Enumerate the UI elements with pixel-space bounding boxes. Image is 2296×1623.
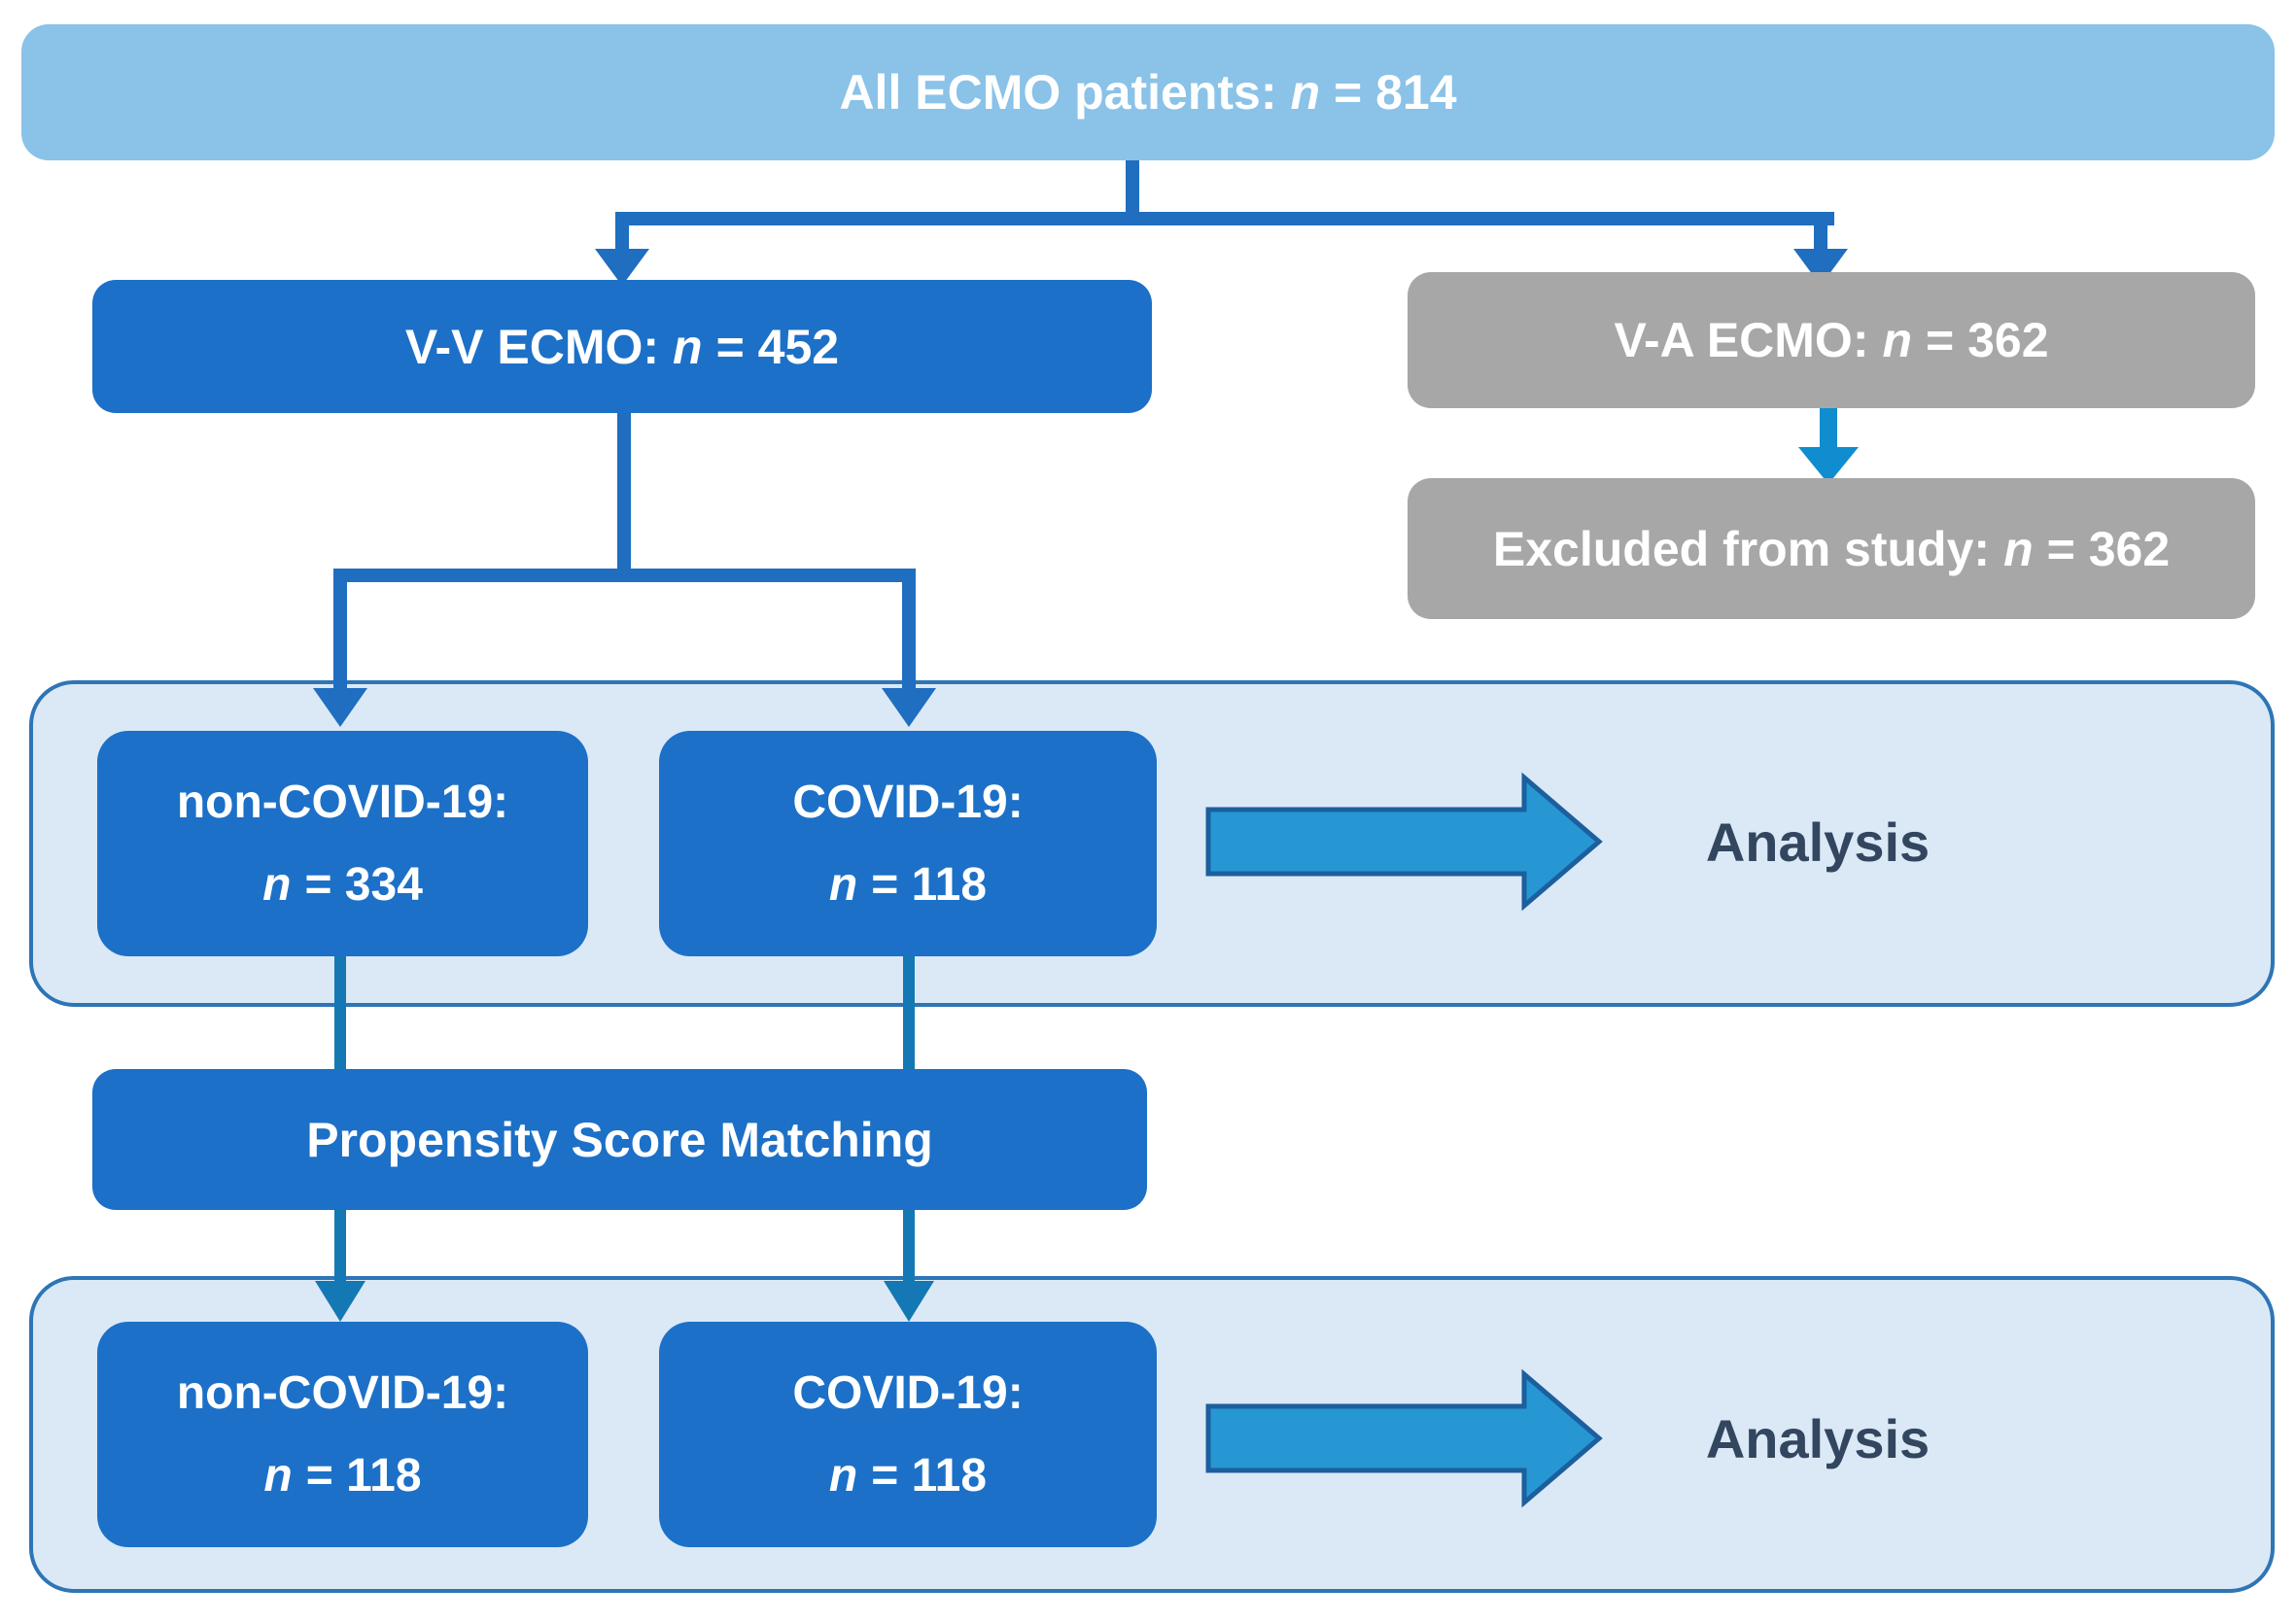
node-label: non-COVID-19:	[176, 1367, 509, 1419]
arrowhead-to-noncovid-matched	[315, 1281, 365, 1322]
node-noncovid-matched: non-COVID-19: n= 118	[97, 1322, 588, 1547]
node-label: Excluded from study:	[1492, 521, 1991, 576]
n-symbol: n	[828, 859, 858, 911]
arrowhead-to-vv	[595, 249, 649, 286]
connector-horizontal-vv	[333, 569, 916, 582]
n-count: = 814	[1334, 65, 1457, 120]
connector-va-excluded	[1820, 406, 1837, 449]
n-symbol: n	[262, 859, 292, 911]
analysis-arrows	[1205, 772, 1603, 1508]
connector-noncovid-to-psm	[334, 954, 346, 1073]
node-label: Propensity Score Matching	[306, 1112, 933, 1167]
analysis-arrow-unmatched	[1205, 772, 1603, 912]
arrow-va-to-excluded	[1798, 406, 1859, 484]
connector-covid-to-psm	[903, 954, 915, 1073]
node-label: V-V ECMO:	[404, 319, 660, 374]
branch-top	[595, 158, 1848, 286]
connector-horizontal-top	[615, 212, 1834, 225]
node-label: V-A ECMO:	[1614, 313, 1869, 367]
connector-drop-covid	[902, 582, 916, 691]
n-symbol: n	[828, 1450, 858, 1502]
arrowhead-to-noncovid	[313, 688, 367, 727]
node-covid-unmatched: COVID-19: n= 118	[659, 731, 1157, 956]
n-count: = 118	[305, 1450, 422, 1502]
analysis-text: Analysis	[1705, 811, 1931, 873]
n-count: = 362	[1926, 313, 2049, 367]
node-label: All ECMO patients:	[839, 65, 1277, 120]
arrowhead-to-covid	[882, 688, 936, 727]
node-noncovid-unmatched: non-COVID-19: n= 334	[97, 731, 588, 956]
node-propensity-score-matching: Propensity Score Matching	[92, 1069, 1147, 1210]
node-all-ecmo: All ECMO patients: n= 814	[21, 24, 2275, 160]
n-symbol: n	[1290, 65, 1321, 120]
analysis-arrow-matched	[1205, 1368, 1603, 1508]
n-count: = 334	[304, 859, 423, 911]
node-label: COVID-19:	[792, 777, 1024, 828]
node-label: COVID-19:	[792, 1367, 1024, 1419]
connector-psm-to-noncovid-matched	[334, 1207, 346, 1285]
analysis-label-matched: Analysis	[1614, 1398, 2022, 1479]
arrowhead-to-va	[1793, 249, 1848, 286]
node-excluded: Excluded from study: n= 362	[1408, 478, 2255, 619]
node-vv-ecmo: V-V ECMO: n= 452	[92, 280, 1152, 413]
branch-vv	[313, 411, 936, 727]
n-count: = 362	[2046, 521, 2171, 576]
connector-drop-va	[1814, 225, 1827, 251]
node-covid-matched: COVID-19: n= 118	[659, 1322, 1157, 1547]
connector-drop-vv	[615, 225, 629, 251]
connector-drop-noncovid	[333, 582, 347, 691]
connector-psm-to-covid-matched	[903, 1207, 915, 1285]
psm-connectors	[315, 954, 934, 1322]
n-symbol: n	[1882, 313, 1913, 367]
connector-stem-vv	[617, 411, 631, 582]
n-symbol: n	[263, 1450, 293, 1502]
n-symbol: n	[673, 319, 703, 374]
n-count: = 118	[871, 859, 988, 911]
node-label: non-COVID-19:	[176, 777, 509, 828]
analysis-label-unmatched: Analysis	[1614, 801, 2022, 882]
connector-stem-top	[1126, 158, 1139, 225]
n-count: = 118	[871, 1450, 988, 1502]
arrowhead-to-excluded	[1798, 447, 1859, 484]
analysis-text: Analysis	[1705, 1407, 1931, 1469]
n-count: = 452	[715, 319, 840, 374]
arrowhead-to-covid-matched	[884, 1281, 934, 1322]
n-symbol: n	[2003, 521, 2034, 576]
node-va-ecmo: V-A ECMO: n= 362	[1408, 272, 2255, 408]
